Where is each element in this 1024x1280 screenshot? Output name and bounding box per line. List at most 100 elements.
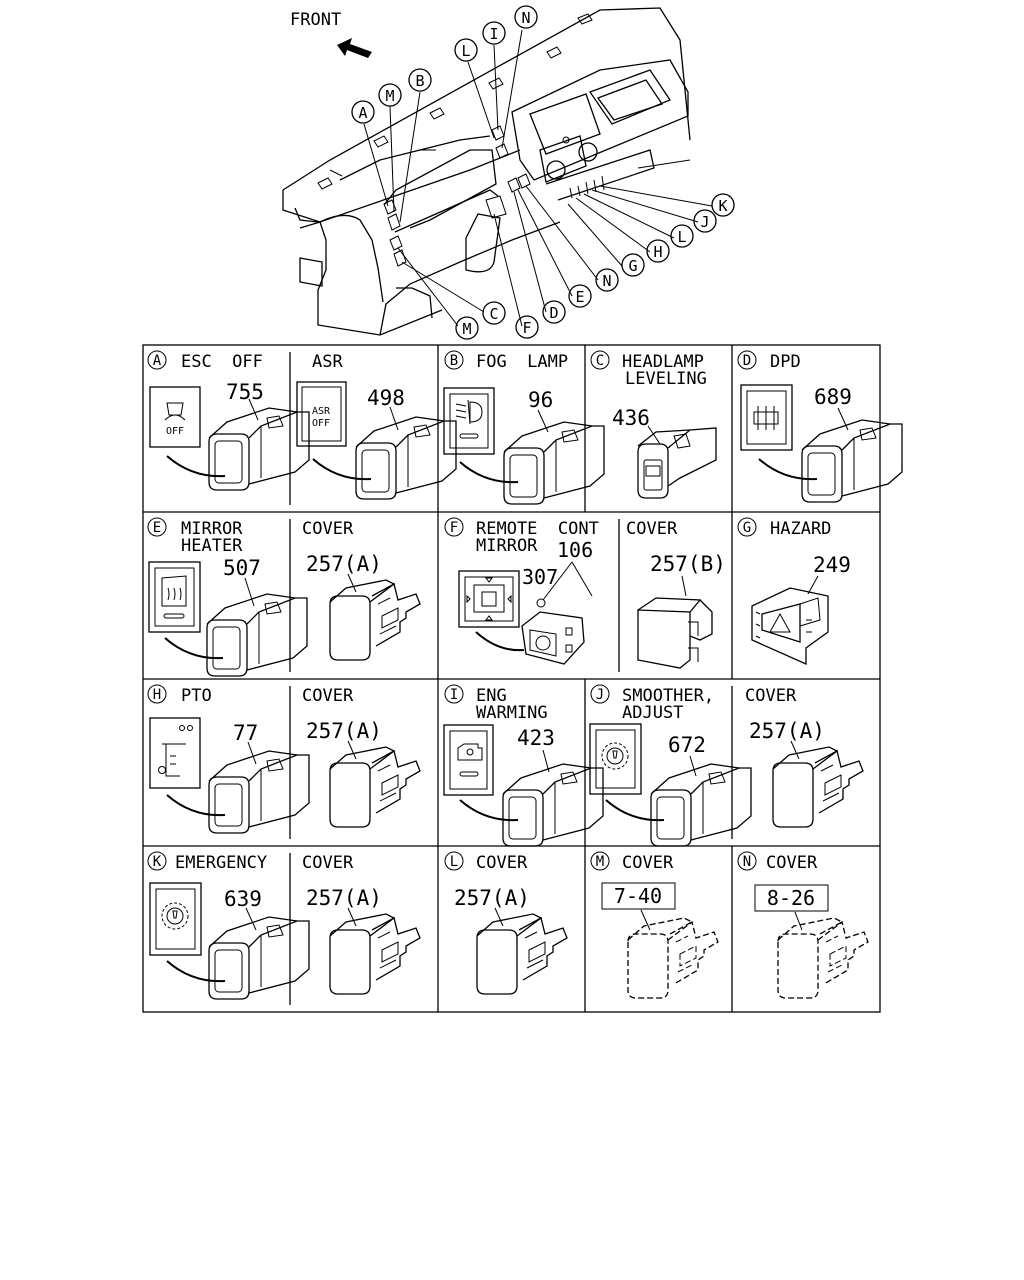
mirror-heater-icon <box>148 561 201 633</box>
cell-title: COVER <box>302 519 354 539</box>
part-number: 96 <box>528 388 553 412</box>
cell-title-line-2: LEVELING <box>625 369 707 389</box>
fog-lamp-icon <box>443 387 495 455</box>
cell-letter: D <box>743 353 751 369</box>
part-number: 249 <box>813 553 851 577</box>
mirror-control-switch <box>521 611 585 665</box>
cell-title: COVER <box>622 853 674 873</box>
cell-title: COVER <box>745 686 797 706</box>
cell-e-cover: COVER 257(A) <box>302 519 421 661</box>
cell-title-line-1: ENG <box>476 686 507 706</box>
cell-title: COVER <box>302 686 354 706</box>
cell-n-cover: N COVER 8-26 <box>737 851 869 999</box>
part-number: 498 <box>367 386 405 410</box>
cell-title-line-2: WARMING <box>476 703 548 723</box>
cell-letter: L <box>450 854 458 870</box>
svg-text:F: F <box>522 319 531 337</box>
part-number: 257(B) <box>650 552 726 576</box>
cell-letter: E <box>153 520 161 536</box>
cell-c-headlamp-leveling: C HEADLAMP LEVELING 436 <box>590 350 717 499</box>
cell-asr: ASR 498 ASR OFF <box>296 352 457 500</box>
callout-b-top: B <box>408 68 432 92</box>
cell-e-mirror-heater: E MIRROR HEATER 507 <box>147 517 308 677</box>
smoother-icon <box>589 723 642 795</box>
cell-title-line-2: ADJUST <box>622 703 683 723</box>
leveling-switch <box>637 427 717 499</box>
cell-a-esc-off: A ESC OFF 755 OFF <box>147 350 310 491</box>
cell-title: COVER <box>476 853 528 873</box>
part-number: 106 <box>557 538 593 562</box>
cell-letter: K <box>153 854 162 870</box>
cell-f-cover: COVER 257(B) <box>626 519 726 669</box>
part-number: 639 <box>224 887 262 911</box>
cell-title-line-1: MIRROR <box>181 519 243 539</box>
engine-warming-icon <box>443 724 494 796</box>
cell-h-pto: H PTO 77 <box>147 684 310 834</box>
cell-h-cover: COVER 257(A) <box>302 686 421 828</box>
part-number: 423 <box>517 726 555 750</box>
cell-title-line-1: HEADLAMP <box>622 352 704 372</box>
cell-title: HAZARD <box>770 519 831 539</box>
callout-d-bottom: D <box>542 300 566 324</box>
svg-text:C: C <box>489 305 498 323</box>
asr-off-icon: ASR OFF <box>296 381 347 447</box>
svg-text:H: H <box>653 243 662 261</box>
part-number: 257(A) <box>454 886 530 910</box>
svg-text:B: B <box>415 72 424 90</box>
cell-title: PTO <box>181 686 212 706</box>
cell-title-line-2: HEATER <box>181 536 243 556</box>
callout-i-top: I <box>482 21 506 45</box>
svg-text:J: J <box>700 213 709 231</box>
cell-letter: N <box>743 854 751 870</box>
reference-box: 7-40 <box>614 884 662 908</box>
cell-k-emergency: K EMERGENCY 639 <box>147 851 310 1000</box>
reference-box: 8-26 <box>767 886 815 910</box>
cell-letter: B <box>450 353 458 369</box>
svg-text:D: D <box>549 304 558 322</box>
callout-f-bottom: F <box>515 315 539 339</box>
cell-letter: G <box>743 520 751 536</box>
cell-i-eng-warming: I ENG WARMING 423 <box>443 684 604 847</box>
cell-f-remote-mirror: F REMOTE CONT MIRROR 106 307 <box>444 517 599 665</box>
callout-l-top: L <box>454 38 478 62</box>
svg-text:M: M <box>462 320 471 338</box>
esc-off-icon: OFF <box>149 386 201 448</box>
callout-k-right: K <box>711 193 735 217</box>
front-label: FRONT <box>290 10 341 30</box>
cell-d-dpd: D DPD 689 <box>737 350 903 503</box>
cell-letter: F <box>450 520 458 536</box>
part-number: 257(A) <box>749 719 825 743</box>
hazard-icon <box>751 587 829 666</box>
svg-text:N: N <box>602 272 611 290</box>
part-number: 507 <box>223 556 261 580</box>
svg-text:ASR: ASR <box>312 406 331 417</box>
svg-text:N: N <box>521 9 530 27</box>
dashboard-drawing <box>282 7 691 336</box>
cell-title: ASR <box>312 352 343 372</box>
part-number: 755 <box>226 380 264 404</box>
cell-k-cover: COVER 257(A) <box>302 853 421 995</box>
callout-n-top: N <box>514 5 538 29</box>
cell-title: COVER <box>766 853 818 873</box>
part-number: 257(A) <box>306 886 382 910</box>
cell-g-hazard: G HAZARD 249 <box>737 517 851 666</box>
callout-g-right: G <box>621 253 645 277</box>
dashboard-overview: FRONT <box>282 5 735 340</box>
dpd-icon <box>740 384 793 451</box>
callout-a-top: A <box>351 100 375 124</box>
cell-title: COVER <box>302 853 354 873</box>
cell-title: ESC OFF <box>181 352 263 372</box>
callout-c-bottom: C <box>482 301 506 325</box>
cell-title-line-2: MIRROR <box>476 536 538 556</box>
cell-title-line-1: REMOTE CONT <box>476 519 599 539</box>
part-number: 436 <box>612 406 650 430</box>
callout-h-right: H <box>646 239 670 263</box>
part-number: 257(A) <box>306 719 382 743</box>
cell-letter: M <box>596 854 604 870</box>
svg-text:OFF: OFF <box>166 426 184 437</box>
callout-j-right: J <box>693 209 717 233</box>
part-number: 77 <box>233 721 258 745</box>
cell-l-cover: L COVER 257(A) <box>444 851 568 995</box>
svg-text:E: E <box>575 288 584 306</box>
cell-b-fog-lamp: B FOG LAMP 96 <box>443 350 605 505</box>
